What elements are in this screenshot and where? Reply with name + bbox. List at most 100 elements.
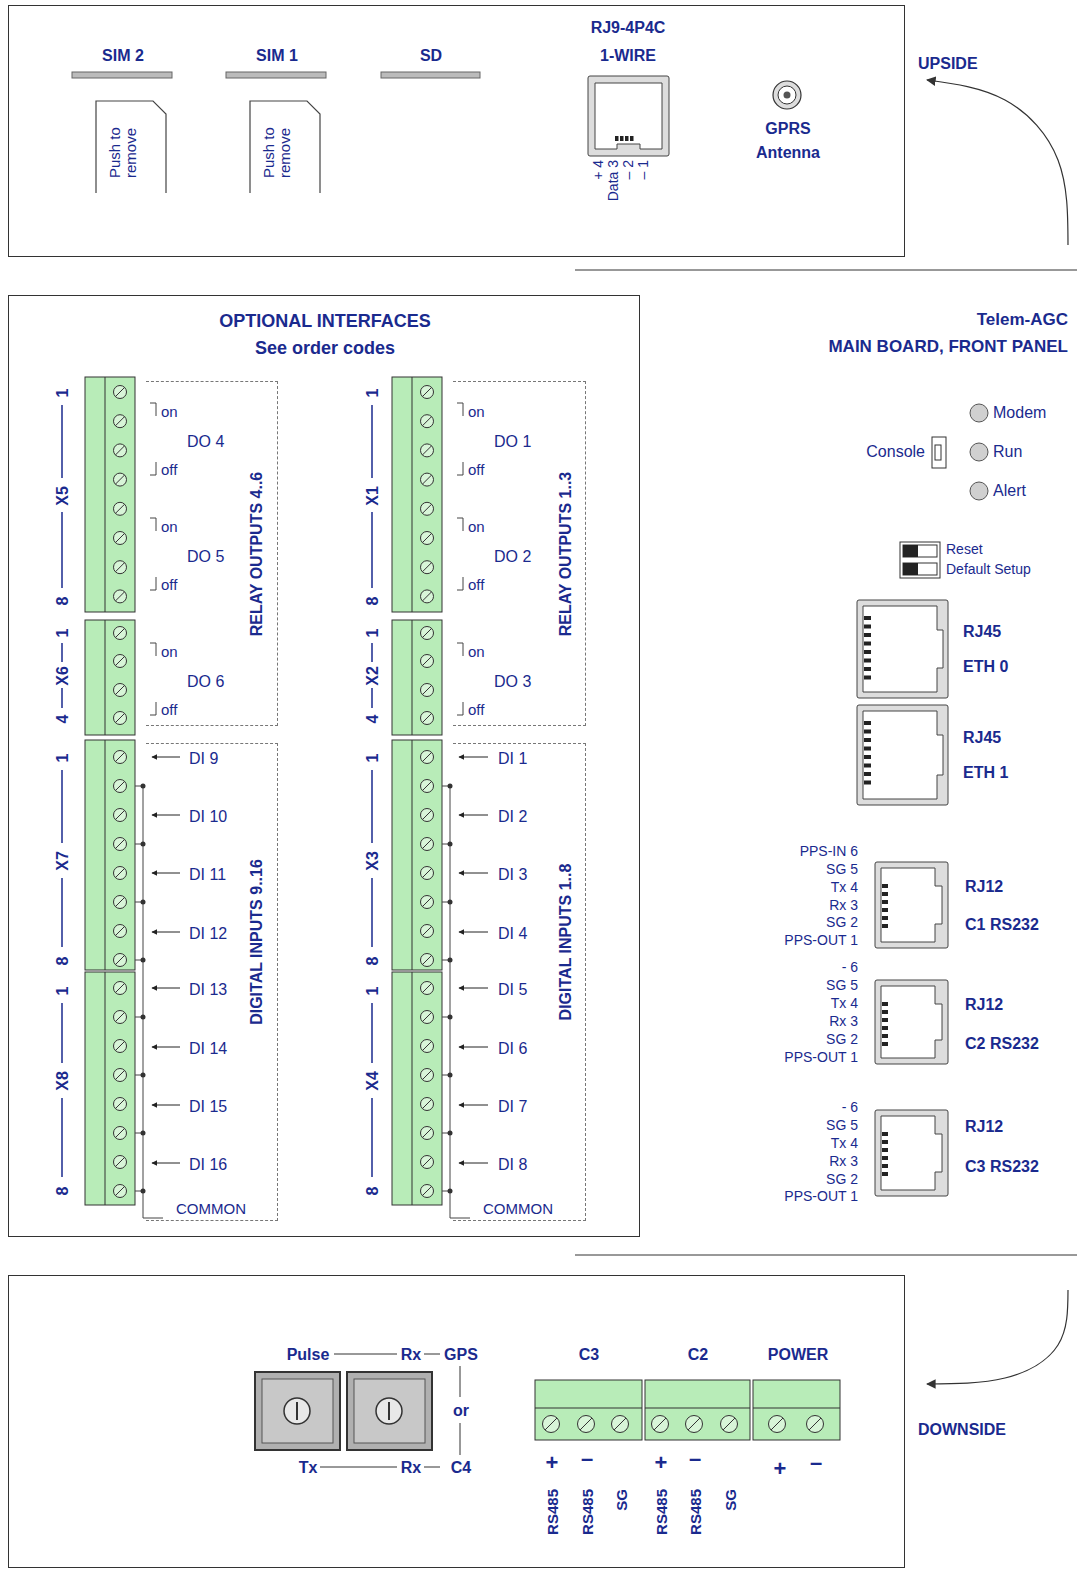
terminal-screw bbox=[114, 1098, 127, 1111]
fiber-connector bbox=[347, 1372, 432, 1450]
node-text: C2 RS232 bbox=[965, 1035, 1039, 1053]
node-text: RS485 bbox=[545, 1489, 560, 1535]
node-text: 1 bbox=[365, 389, 381, 398]
jack-pin bbox=[882, 1010, 888, 1014]
node-text: 1 bbox=[55, 629, 71, 638]
input-arrow bbox=[152, 988, 180, 989]
terminal-screw bbox=[114, 751, 127, 764]
node-text: off bbox=[161, 576, 177, 593]
terminal-screw bbox=[114, 655, 127, 668]
screw-slot bbox=[422, 533, 431, 542]
node-text: X1 bbox=[365, 486, 381, 506]
terminal-screw bbox=[114, 1069, 127, 1082]
screw-slot bbox=[422, 1041, 431, 1050]
panel-label: SG 2 bbox=[826, 914, 858, 930]
terminal-screw bbox=[543, 1416, 560, 1433]
panel-label: - 6 bbox=[842, 959, 858, 975]
terminal-screw bbox=[114, 627, 127, 640]
jack-pin bbox=[882, 1148, 888, 1152]
relay-group: onDO 4offonDO 5offonDO 6offRELAY OUTPUTS… bbox=[146, 381, 278, 726]
terminal-screw bbox=[612, 1416, 629, 1433]
screw-slot bbox=[422, 628, 431, 637]
input-arrow bbox=[459, 1047, 488, 1048]
wire-dot bbox=[141, 958, 146, 963]
screw-slot bbox=[115, 713, 124, 722]
node-text: X4 bbox=[365, 1071, 381, 1091]
link-line bbox=[460, 1423, 461, 1455]
node-text: DI 10 bbox=[189, 808, 227, 826]
link-line bbox=[460, 1366, 461, 1397]
terminal-screw bbox=[686, 1416, 703, 1433]
terminal-screw bbox=[114, 896, 127, 909]
screw-slot bbox=[115, 446, 124, 455]
relay-group: onDO 1offonDO 2offonDO 3offRELAY OUTPUTS… bbox=[453, 381, 586, 726]
node-text: RJ12 bbox=[965, 878, 1003, 896]
fiber-connector bbox=[255, 1372, 340, 1450]
terminal-screw bbox=[114, 712, 127, 725]
terminal-screw bbox=[421, 627, 434, 640]
usb-connector bbox=[932, 437, 946, 468]
screw-slot bbox=[422, 752, 431, 761]
rj45-jack: RJ45ETH 1 bbox=[857, 705, 948, 805]
terminal-screw bbox=[114, 532, 127, 545]
node-text: Tx bbox=[299, 1459, 318, 1477]
terminal-block bbox=[645, 1380, 750, 1440]
terminal-screw bbox=[421, 684, 434, 697]
jack-pin bbox=[882, 924, 888, 928]
terminal-screw bbox=[114, 867, 127, 880]
contact-mark bbox=[457, 403, 463, 416]
node-text: DI 14 bbox=[189, 1040, 227, 1058]
fiber-port bbox=[388, 1402, 390, 1420]
jack-body bbox=[588, 76, 669, 156]
label-dash bbox=[61, 770, 63, 843]
wire-dot bbox=[141, 1189, 146, 1194]
screw-slot bbox=[422, 868, 431, 877]
wire-dot bbox=[141, 1015, 146, 1020]
screw-slot bbox=[115, 563, 124, 572]
panel-box: OPTIONAL INTERFACESSee order codes1X581X… bbox=[8, 295, 640, 1237]
node-text: RS485 bbox=[654, 1489, 669, 1535]
contact-mark bbox=[457, 518, 463, 531]
jack-pin bbox=[864, 676, 871, 680]
panel-label: Alert bbox=[993, 482, 1026, 500]
jack-pin bbox=[864, 738, 871, 742]
panel-label: MAIN BOARD, FRONT PANEL bbox=[828, 337, 1068, 357]
label-dash bbox=[61, 405, 63, 478]
node-text: Data 3 bbox=[606, 160, 620, 201]
terminal-divider bbox=[105, 740, 106, 970]
screw-slot bbox=[115, 685, 124, 694]
terminal-block bbox=[85, 377, 135, 612]
panel-label: PPS-OUT 1 bbox=[784, 932, 858, 948]
panel-box: SIM 2SIM 1SD+ 4Data 3– 2– 1GPRS AntennaP… bbox=[8, 5, 905, 257]
jack-opening bbox=[595, 83, 662, 149]
flip-arrow bbox=[927, 1290, 1068, 1384]
node-text: on bbox=[468, 518, 485, 535]
terminal-divider bbox=[753, 1408, 840, 1409]
label-dash bbox=[371, 1098, 373, 1177]
antenna-connector bbox=[778, 86, 796, 104]
jack-body bbox=[875, 1110, 948, 1196]
terminal-screw bbox=[421, 925, 434, 938]
terminal-screw bbox=[114, 444, 127, 457]
node-text: on bbox=[161, 518, 178, 535]
terminal-screw bbox=[421, 809, 434, 822]
node-text: DI 16 bbox=[189, 1156, 227, 1174]
screw-slot bbox=[614, 1418, 626, 1430]
wire-dot bbox=[448, 900, 453, 905]
terminal-screw bbox=[421, 1185, 434, 1198]
jack-pin bbox=[864, 721, 871, 725]
common-wire bbox=[143, 786, 163, 1218]
jack-pin bbox=[864, 659, 871, 663]
terminal-screw bbox=[421, 386, 434, 399]
terminal-screw bbox=[114, 838, 127, 851]
terminal-screw bbox=[114, 1040, 127, 1053]
terminal-screw bbox=[421, 751, 434, 764]
screw-slot bbox=[115, 1041, 124, 1050]
link-line bbox=[320, 1467, 397, 1468]
link-line bbox=[334, 1354, 397, 1355]
node-text: DO 1 bbox=[494, 433, 531, 451]
screw-slot bbox=[115, 1186, 124, 1195]
terminal-screw bbox=[421, 502, 434, 515]
node-text: X7 bbox=[55, 851, 71, 871]
node-text: RJ12 bbox=[965, 1118, 1003, 1136]
